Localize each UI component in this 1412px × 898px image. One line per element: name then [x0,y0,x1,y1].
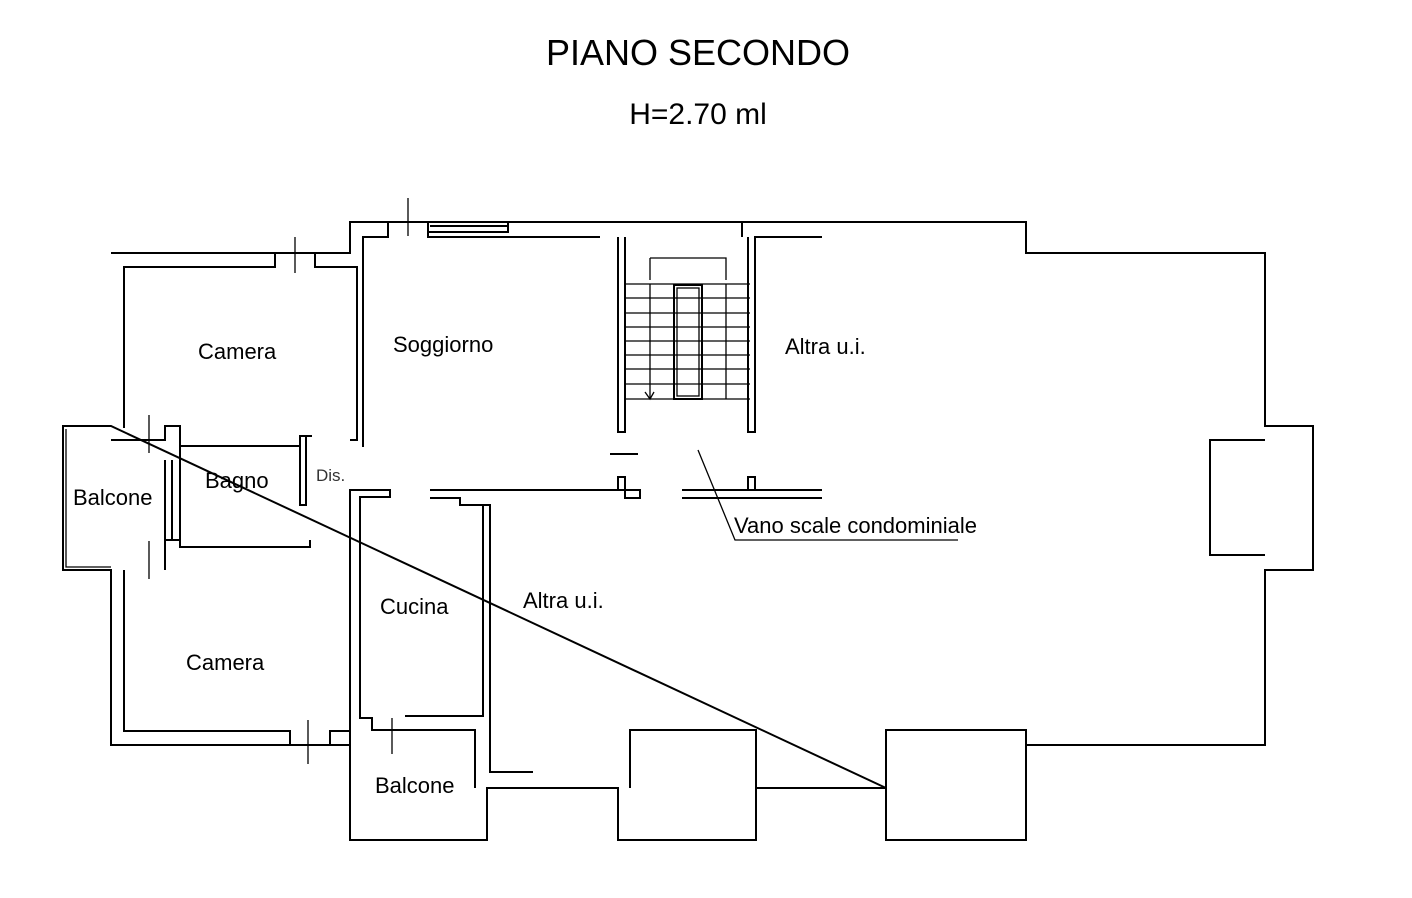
room-label-balcone-left: Balcone [73,485,153,510]
room-label-bagno: Bagno [205,468,269,493]
camera-top-inner-wall [123,253,358,441]
soggiorno-wall [362,222,600,447]
bottom-right-balcony-box [900,729,1027,745]
ceiling-height-label: H=2.70 ml [629,98,767,131]
vano-scale-leader-line [697,449,958,541]
stair-direction-arrow-icon [644,391,655,401]
room-label-soggiorno: Soggiorno [393,332,493,357]
room-label-camera-top: Camera [198,339,277,364]
room-label-vano-scale: Vano scale condominiale [734,513,977,538]
stair-well-walls [610,222,822,499]
outer-wall-outline [62,221,1314,841]
room-label-altra-ui-bottom: Altra u.i. [523,588,604,613]
room-label-disimpegno: Dis. [316,466,345,485]
window-marks [148,198,409,764]
staircase [625,257,750,401]
bagno-walls [111,425,312,570]
plan-title: PIANO SECONDO [545,32,851,73]
camera-bottom-inner-wall [123,489,476,788]
left-balcone-rail [65,429,111,568]
right-balcony-box [1209,439,1265,556]
bottom-middle-balcony-box [629,729,757,788]
room-label-cucina: Cucina [380,594,449,619]
cucina-walls [405,476,641,773]
room-label-balcone-bottom: Balcone [375,773,455,798]
room-label-altra-ui-top: Altra u.i. [785,334,866,359]
room-label-camera-bottom: Camera [186,650,265,675]
